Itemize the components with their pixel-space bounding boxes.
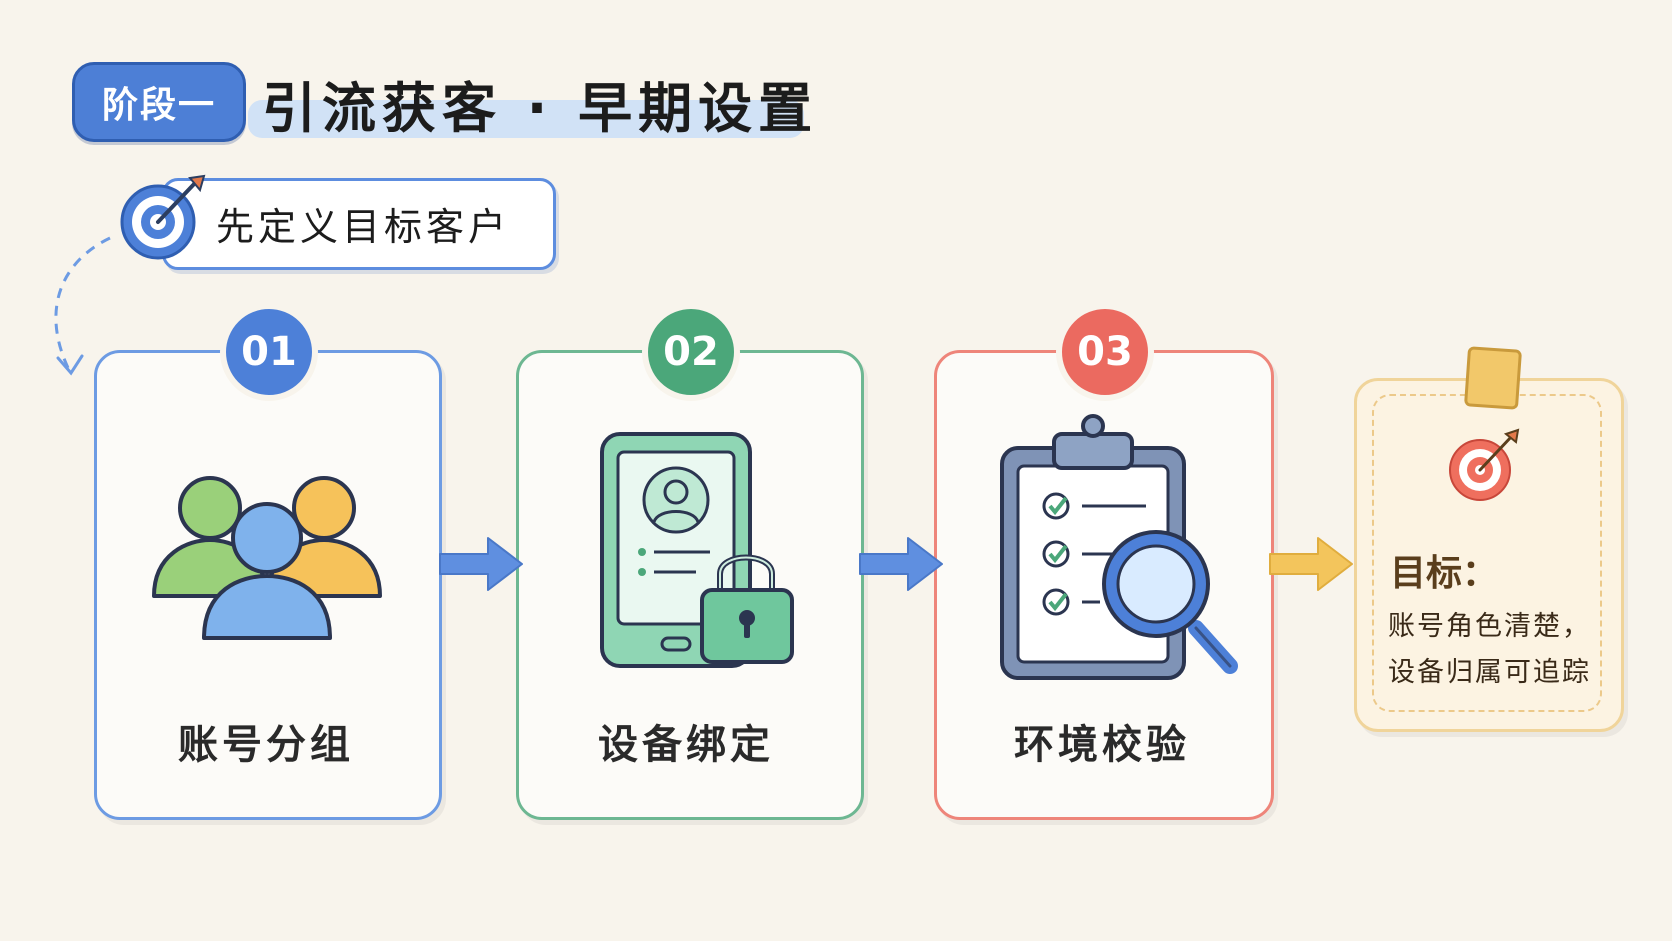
- define-target-label: 先定义目标客户: [216, 205, 511, 249]
- step-number-1: 01: [220, 303, 318, 401]
- page-title: 引流获客 · 早期设置: [262, 77, 819, 140]
- title-highlight: [248, 100, 804, 138]
- target-icon: [120, 174, 206, 260]
- goal-line-2: 设备归属可追踪: [1388, 657, 1591, 688]
- tape-icon: [1463, 346, 1523, 410]
- step-number-3: 03: [1056, 303, 1154, 401]
- clipboard-search-icon: [1000, 414, 1238, 680]
- target-icon: [1449, 428, 1520, 501]
- stage-badge: 阶段一: [72, 62, 246, 142]
- goal-card: [1354, 378, 1624, 732]
- step-label-2: 设备绑定: [598, 722, 774, 768]
- tablet-lock-icon: [600, 432, 794, 668]
- flow-arrow-1: [439, 537, 523, 591]
- step-number-2: 02: [642, 303, 740, 401]
- define-target-pill: [162, 178, 556, 270]
- user-group-icon: [152, 476, 382, 640]
- goal-title: 目标：: [1390, 553, 1499, 594]
- goal-line-1: 账号角色清楚，: [1388, 611, 1591, 642]
- flow-arrow-2: [859, 537, 943, 591]
- step-label-1: 账号分组: [178, 722, 354, 768]
- flow-arrow-3: [1269, 537, 1353, 591]
- step-label-3: 环境校验: [1014, 722, 1190, 768]
- dashed-arrow: [54, 236, 111, 376]
